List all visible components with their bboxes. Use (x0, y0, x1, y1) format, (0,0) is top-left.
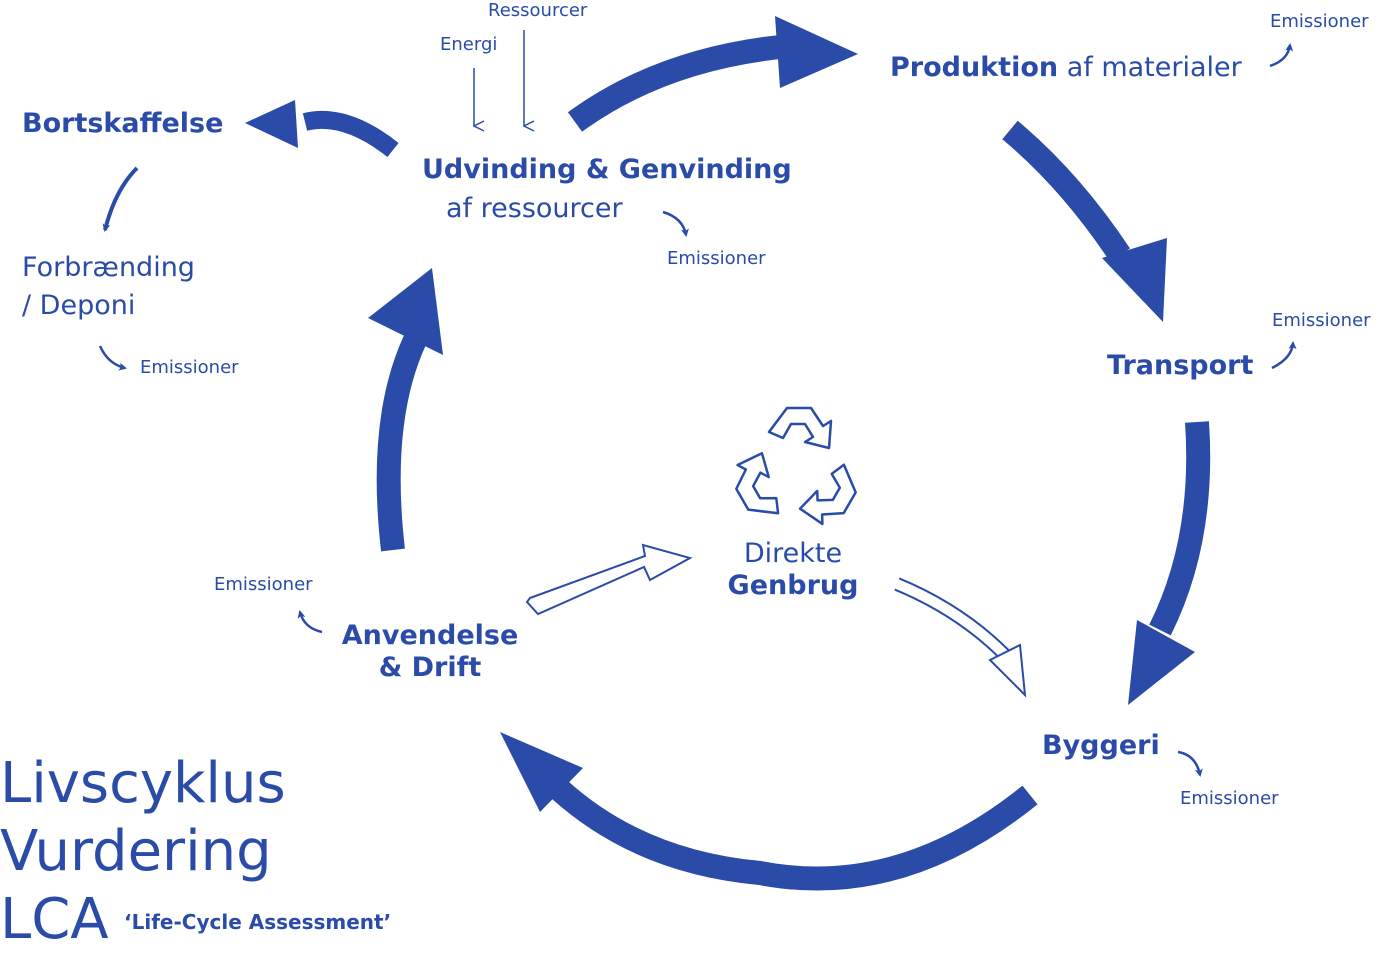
reuse-label: Direkte Genbrug (718, 538, 868, 603)
arrow-extraction-to-disposal (245, 100, 399, 158)
production-label: Produktion af materialer (890, 52, 1242, 84)
incineration-line1: Forbrænding (22, 252, 195, 283)
arrow-disposal-to-incineration (102, 166, 139, 232)
emission-arrow-extraction (662, 210, 689, 237)
emission-arrow-construction (1177, 750, 1203, 777)
extraction-subtitle: af ressourcer (446, 193, 623, 224)
reuse-line2: Genbrug (727, 570, 859, 602)
extraction-title: Udvinding & Genvinding (422, 154, 792, 185)
arrow-extraction-to-production (567, 16, 858, 132)
title-line2: Vurdering (0, 819, 272, 884)
emission-arrow-incineration (98, 345, 127, 371)
incineration-line2: / Deponi (22, 290, 136, 321)
resources-label: Ressourcer (488, 0, 588, 21)
use-label: Anvendelse & Drift (340, 620, 520, 685)
arrow-production-to-transport (1002, 120, 1167, 322)
construction-label: Byggeri (1042, 730, 1160, 761)
production-rest: af materialer (1066, 52, 1242, 83)
arrow-use-to-reuse (525, 543, 693, 616)
arrow-reuse-to-construction (894, 577, 1027, 698)
production-bold: Produktion (890, 52, 1059, 83)
title-line1: Livscyklus (0, 751, 286, 816)
emissions-production: Emissioner (1270, 11, 1369, 32)
arrow-transport-to-construction (1128, 421, 1211, 705)
reuse-line1: Direkte (743, 538, 843, 569)
emissions-extraction: Emissioner (667, 248, 766, 269)
emission-arrow-production (1269, 43, 1294, 68)
transport-label: Transport (1107, 350, 1254, 381)
use-line2: & Drift (378, 652, 482, 684)
arrow-construction-to-use (500, 732, 1038, 891)
title-subtitle: ‘Life-Cycle Assessment’ (124, 910, 392, 934)
use-line1: Anvendelse (341, 620, 519, 651)
emissions-transport: Emissioner (1272, 310, 1371, 331)
emission-arrow-transport (1271, 341, 1297, 370)
emissions-use: Emissioner (214, 574, 313, 595)
emissions-incineration: Emissioner (140, 357, 239, 378)
emissions-construction: Emissioner (1180, 788, 1279, 809)
arrow-use-to-extraction (368, 268, 443, 552)
energy-label: Energi (440, 34, 498, 55)
emission-arrow-use (297, 610, 323, 634)
disposal-label: Bortskaffelse (22, 108, 224, 139)
title-line3: LCA (0, 887, 109, 952)
recycle-icon (735, 406, 857, 526)
